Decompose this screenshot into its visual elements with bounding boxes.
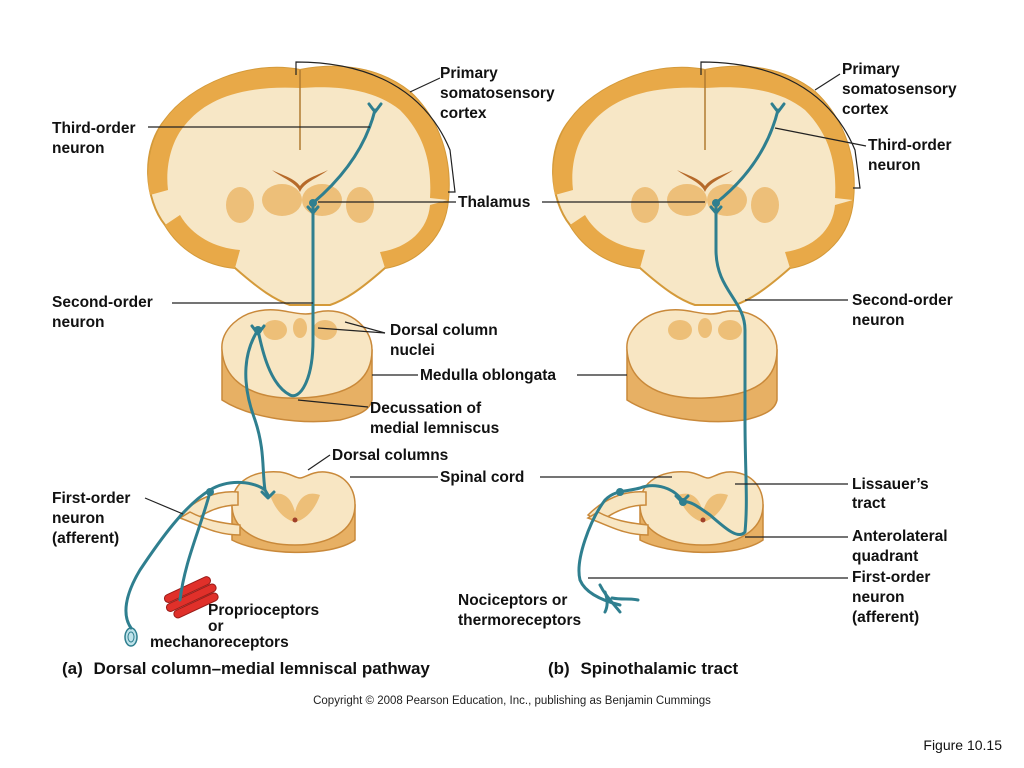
label-dorsal-column-nuclei-2: nuclei [390,342,435,359]
cortex-bracket-b [700,61,861,189]
label-spinal-cord: Spinal cord [440,469,524,486]
label-primary-cortex-a-1: Primary [440,65,498,82]
brain-b [552,65,855,306]
first-order-neuron-b [577,484,685,607]
second-order-neuron-b [681,201,748,537]
label-receptors-a-3: mechanoreceptors [150,634,289,651]
panel-b: Primary somatosensory cortex Third-order… [458,61,957,678]
figure-number: Figure 10.15 [923,737,1002,753]
label-decussation-2: medial lemniscus [370,420,499,437]
label-first-order-a-1: First-order [52,490,130,507]
caption-b: (b) Spinothalamic tract [548,659,739,678]
label-lissauer-2: tract [852,495,886,512]
label-third-order-a-1: Third-order [52,120,136,137]
leaders-a [144,77,456,515]
medulla-b [626,309,778,423]
label-first-order-a-3: (afferent) [52,530,119,547]
pacinian-corpuscle [124,627,138,647]
label-second-order-a-2: neuron [52,314,105,331]
caption-b-letter: (b) [548,659,570,678]
label-primary-cortex-a-2: somatosensory [440,85,555,102]
first-order-neuron-a [124,328,267,630]
caption-a: (a) Dorsal column–medial lemniscal pathw… [62,659,430,678]
label-anterolateral-1: Anterolateral [852,528,948,545]
label-primary-cortex-b-1: Primary [842,61,900,78]
label-second-order-a-1: Second-order [52,294,153,311]
label-receptors-b-1: Nociceptors or [458,592,567,609]
leaders-b [540,73,867,579]
pathway-a [124,102,383,630]
second-order-neuron-a [256,201,315,398]
label-dorsal-column-nuclei-1: Dorsal column [390,322,498,339]
label-receptors-b-2: thermoreceptors [458,612,581,629]
label-third-order-a-2: neuron [52,140,105,157]
label-receptors-a-2: or [208,618,224,635]
label-dorsal-columns: Dorsal columns [332,447,448,464]
spinal-cord-a [178,471,356,554]
label-first-order-b-3: (afferent) [852,609,919,626]
label-primary-cortex-a-3: cortex [440,105,487,122]
label-decussation-1: Decussation of [370,400,482,417]
cortex-bracket-a [295,61,456,193]
label-medulla-a: Medulla oblongata [420,367,556,384]
panel-a: Primary somatosensory cortex Third-order… [52,61,556,678]
label-first-order-a-2: neuron [52,510,105,527]
caption-a-letter: (a) [62,659,83,678]
label-second-order-b-2: neuron [852,312,905,329]
label-first-order-b-2: neuron [852,589,905,606]
label-primary-cortex-b-3: cortex [842,101,889,118]
muscle-spindle [163,576,219,619]
caption-b-text: Spinothalamic tract [580,659,738,678]
pathway-b [577,102,786,614]
label-lissauer-1: Lissauer’s [852,476,929,493]
third-order-neuron-a [311,108,377,205]
brain-a [147,65,450,306]
copyright-notice: Copyright © 2008 Pearson Education, Inc.… [313,695,711,707]
label-primary-cortex-b-2: somatosensory [842,81,957,98]
third-order-neuron-b [714,108,780,205]
label-third-order-b-1: Third-order [868,137,952,154]
label-thalamus: Thalamus [458,194,530,211]
label-anterolateral-2: quadrant [852,548,918,565]
caption-a-text: Dorsal column–medial lemniscal pathway [94,659,431,678]
label-second-order-b-1: Second-order [852,292,953,309]
label-receptors-a-1: Proprioceptors [208,602,319,619]
label-third-order-b-2: neuron [868,157,921,174]
label-first-order-b-1: First-order [852,569,930,586]
